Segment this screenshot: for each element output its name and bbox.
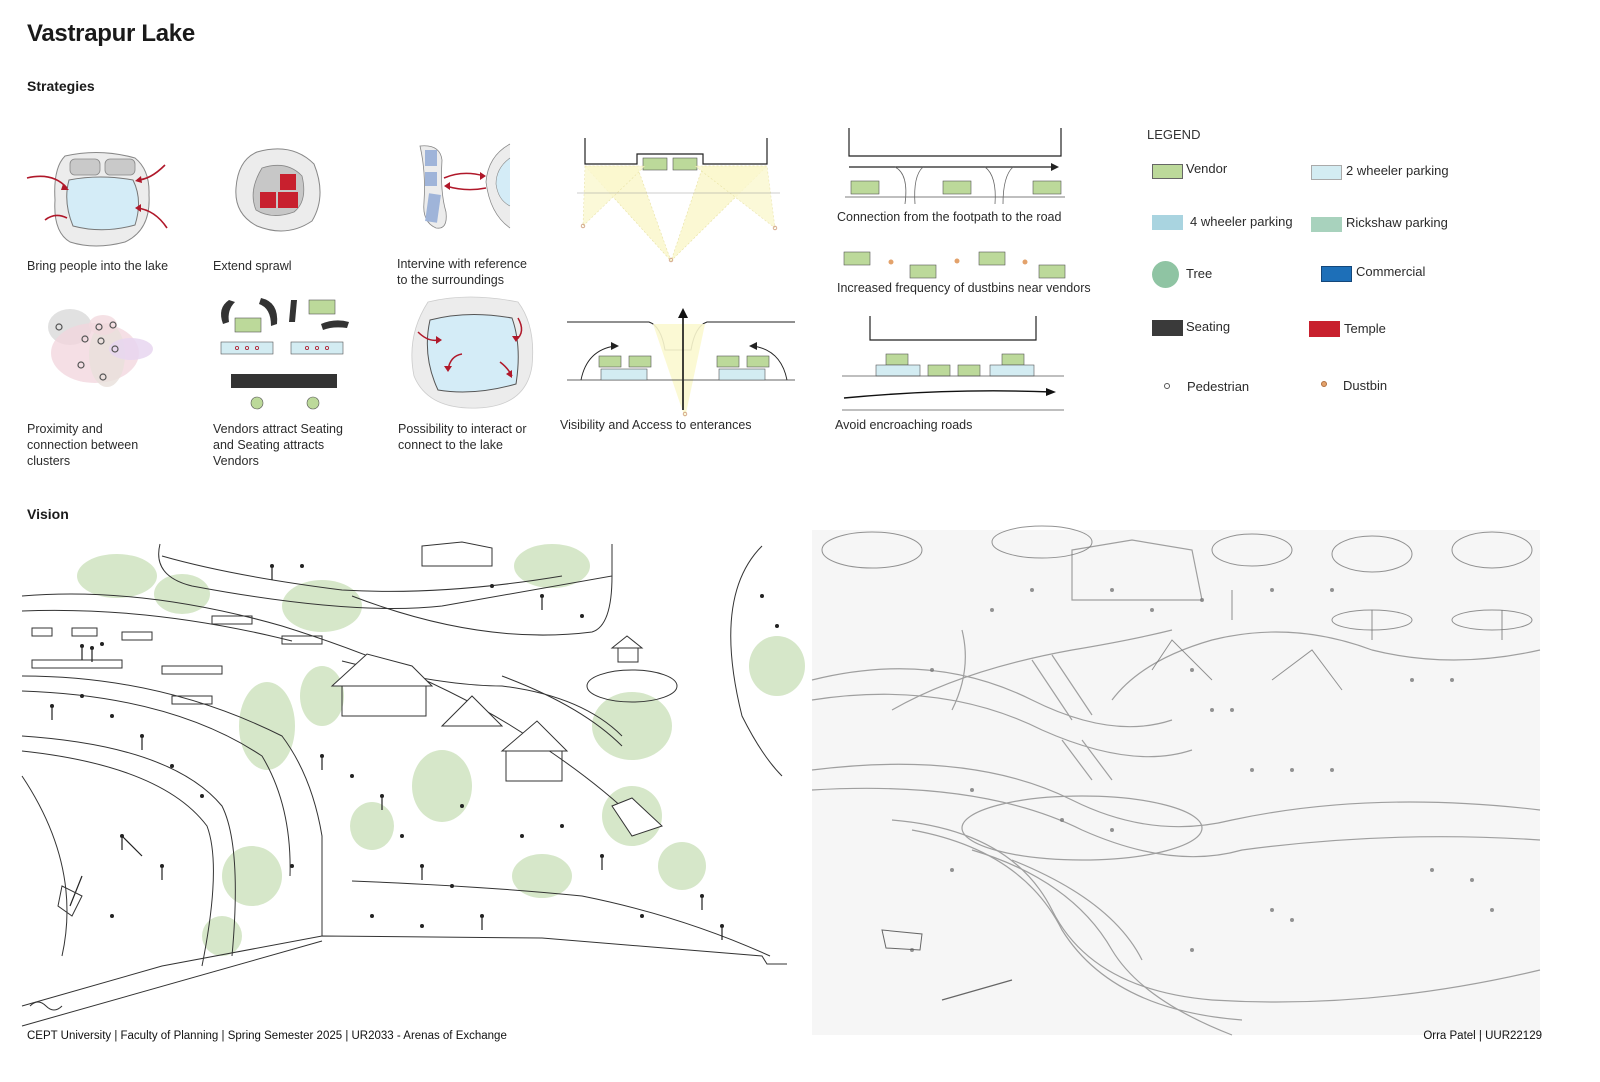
vision-pencil-sketch — [812, 530, 1540, 1035]
legend-2wheeler-label: 2 wheeler parking — [1346, 163, 1449, 178]
legend-4wheeler-label: 4 wheeler parking — [1190, 214, 1293, 229]
intervine-diagram — [419, 143, 511, 229]
legend-commercial-swatch — [1321, 266, 1352, 282]
visibility-access-diagram — [567, 308, 795, 418]
footer-course-info: CEPT University | Faculty of Planning | … — [27, 1030, 507, 1042]
vendors-caption-2: and Seating attracts — [213, 438, 325, 452]
legend-vendor-swatch — [1152, 164, 1183, 179]
vendors-caption-3: Vendors — [213, 454, 259, 468]
proximity-clusters-diagram — [48, 309, 153, 387]
legend-vendor-label: Vendor — [1186, 161, 1228, 176]
legend-rickshaw-label: Rickshaw parking — [1346, 215, 1448, 230]
footer-author: Orra Patel | UUR22129 — [1423, 1030, 1542, 1042]
legend-temple-label: Temple — [1344, 321, 1386, 336]
vision-axonometric-drawing — [21, 541, 805, 1027]
connection-footpath-diagram — [845, 128, 1065, 205]
legend-dustbin-label: Dustbin — [1343, 378, 1388, 393]
intervine-caption-2: to the surroundings — [397, 273, 505, 287]
legend-title: LEGEND — [1147, 127, 1201, 142]
pedestrian-icon — [1164, 383, 1170, 389]
vendors-caption-1: Vendors attract Seating — [213, 422, 343, 436]
proximity-caption-3: clusters — [27, 454, 71, 468]
vendors-seating-diagram — [220, 298, 349, 410]
legend-4wheeler-swatch — [1152, 215, 1183, 230]
bring-people-diagram — [26, 151, 168, 247]
dustbin-icon — [1321, 381, 1327, 387]
legend-seating-swatch — [1152, 320, 1183, 336]
encroach-caption: Avoid encroaching roads — [835, 418, 973, 432]
avoid-encroach-diagram — [842, 316, 1064, 411]
proximity-caption-2: connection between — [27, 438, 139, 452]
dustbins-diagram — [843, 251, 1066, 279]
dustbins-caption: Increased frequency of dustbins near ven… — [837, 281, 1091, 295]
proximity-caption-1: Proximity and — [27, 422, 103, 436]
visibility-caption: Visibility and Access to enterances — [560, 418, 752, 432]
possibility-interact-diagram — [411, 296, 534, 409]
vision-sketch-drawing — [811, 525, 1541, 1036]
legend-commercial-label: Commercial — [1356, 264, 1426, 279]
legend-seating-label: Seating — [1186, 319, 1231, 334]
page-title: Vastrapur Lake — [27, 20, 195, 47]
legend-pedestrian-label: Pedestrian — [1187, 379, 1250, 394]
strategies-heading: Strategies — [27, 78, 95, 94]
legend-tree-label: Tree — [1186, 266, 1213, 281]
bring-people-caption: Bring people into the lake — [27, 259, 169, 273]
possibility-caption-1: Possibility to interact or — [398, 422, 527, 436]
tree-icon — [1152, 261, 1179, 288]
legend-rickshaw-swatch — [1311, 217, 1342, 232]
intervine-caption-1: Intervine with reference — [397, 257, 527, 271]
possibility-caption-2: connect to the lake — [398, 438, 503, 452]
legend-temple-swatch — [1309, 321, 1340, 337]
legend-2wheeler-swatch — [1311, 165, 1342, 180]
vision-heading: Vision — [27, 506, 69, 522]
visibility-cones-diagram — [577, 138, 780, 263]
connection-caption: Connection from the footpath to the road — [837, 210, 1062, 224]
extend-sprawl-caption: Extend sprawl — [213, 259, 292, 273]
extend-sprawl-diagram — [235, 148, 321, 232]
